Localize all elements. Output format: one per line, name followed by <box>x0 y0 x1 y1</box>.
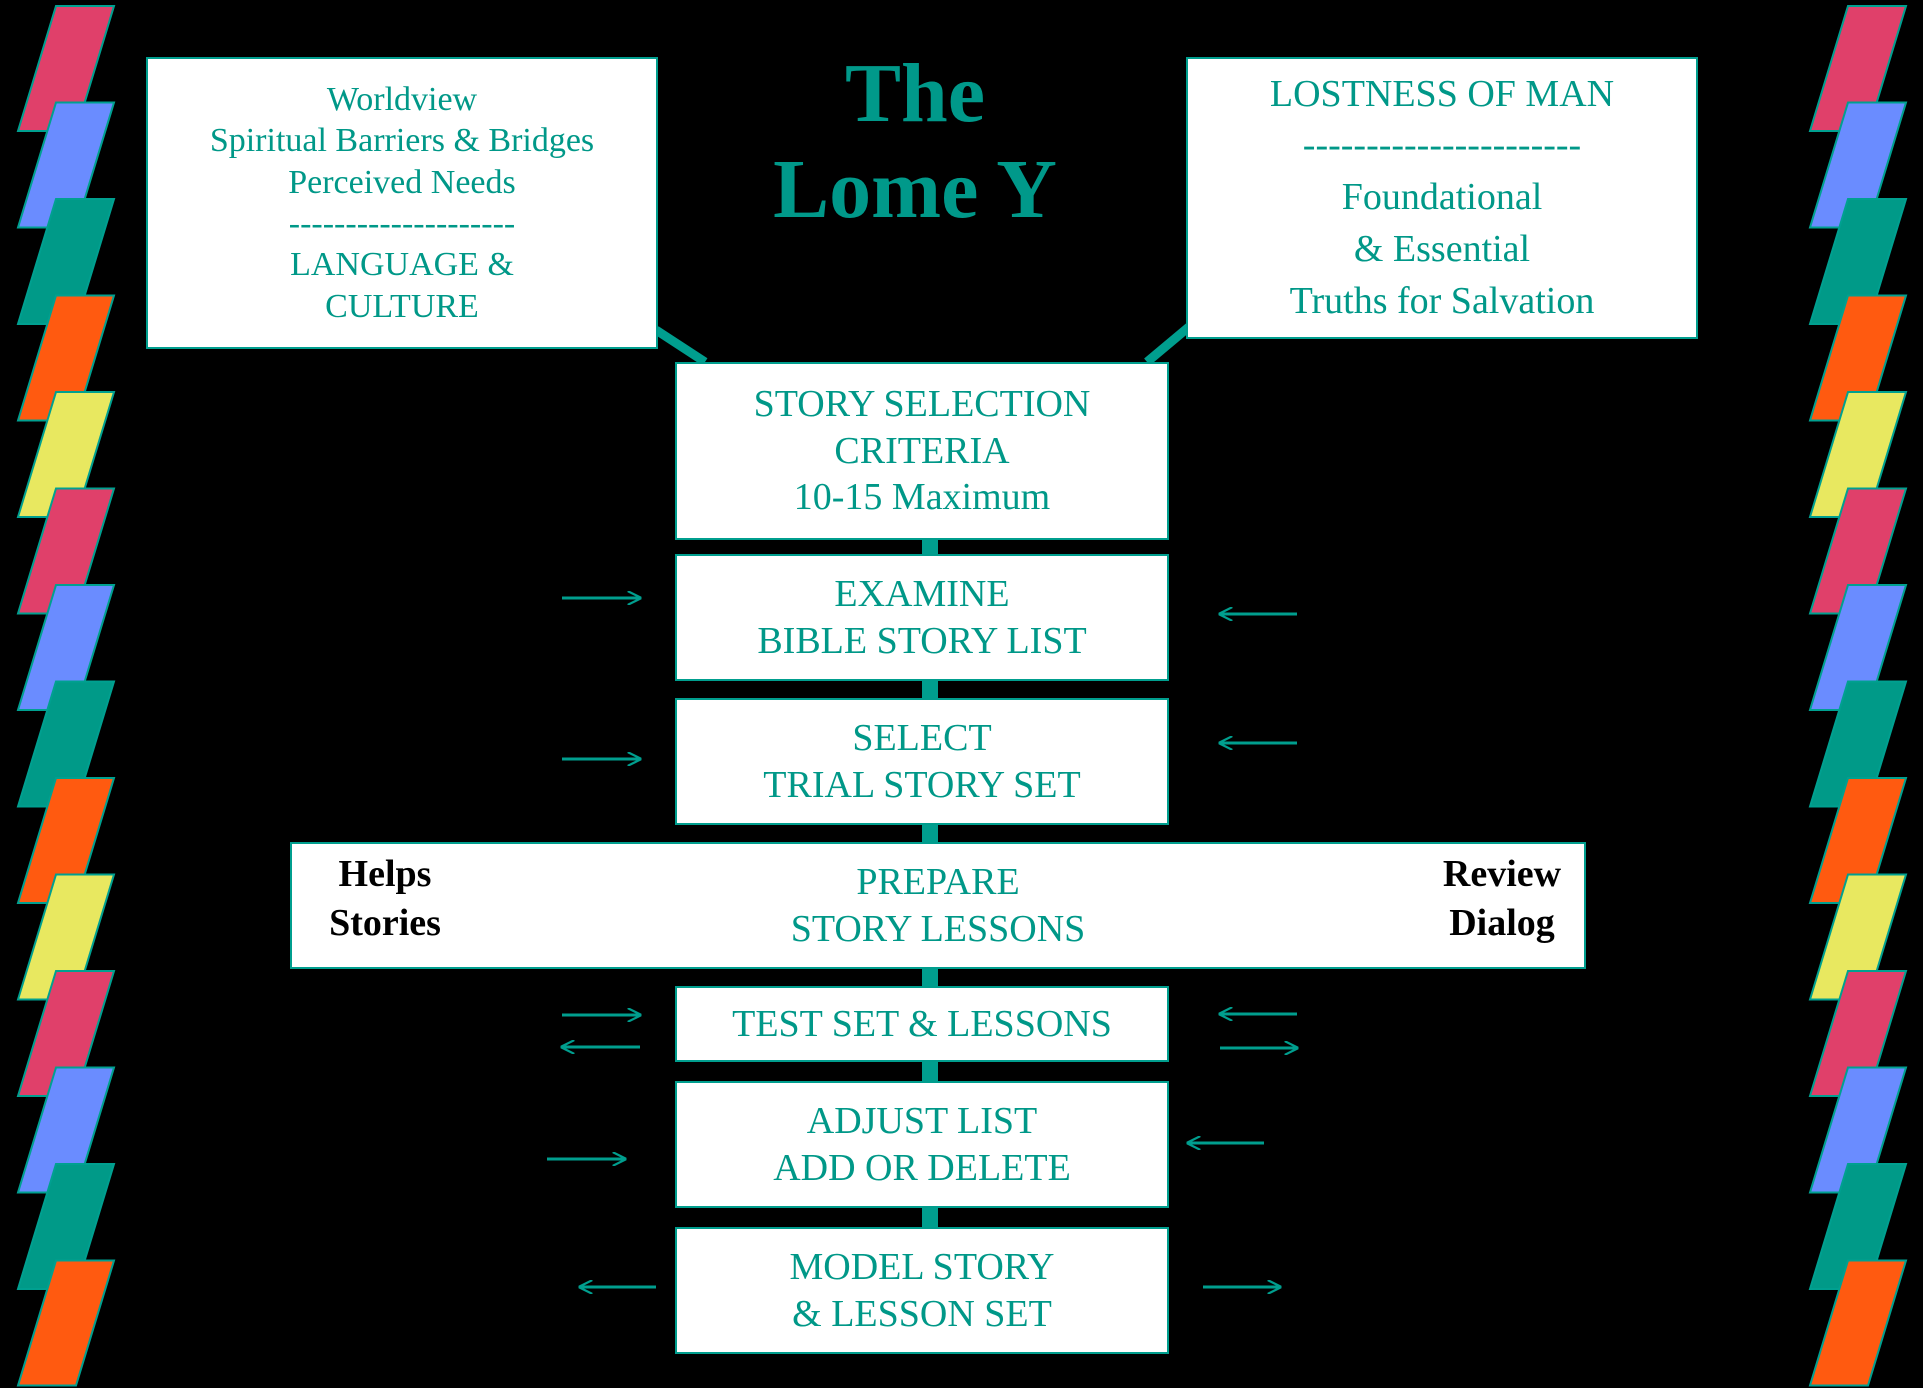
step-line: STORY SELECTION <box>753 383 1091 426</box>
title-line-2: Lome Y <box>773 143 1057 236</box>
step-line: BIBLE STORY LIST <box>757 619 1087 662</box>
right-box-line: Truths for Salvation <box>1289 279 1595 322</box>
right-box-line: & Essential <box>1353 227 1531 270</box>
step-story-selection-criteria: STORY SELECTION CRITERIA 10-15 Maximum <box>675 362 1169 540</box>
y-left-branch <box>653 326 708 366</box>
right-box-line: Foundational <box>1341 176 1543 219</box>
title-line-1: The <box>844 47 986 140</box>
step-line: PREPARE <box>856 861 1020 904</box>
step-line: 10-15 Maximum <box>793 476 1051 519</box>
step-line: ADD OR DELETE <box>773 1146 1071 1189</box>
left-stripe-border <box>16 5 116 1387</box>
right-stripe-border <box>1808 5 1908 1387</box>
left-box-line: Perceived Needs <box>288 163 516 201</box>
step-examine-bible-story-list: EXAMINE BIBLE STORY LIST <box>675 554 1169 681</box>
step-model-story-lesson-set: MODEL STORY & LESSON SET <box>675 1227 1169 1354</box>
step-line: SELECT <box>852 717 992 760</box>
diagram-title: The Lome Y <box>740 52 1090 232</box>
step-adjust-list: ADJUST LIST ADD OR DELETE <box>675 1081 1169 1208</box>
left-box-line: CULTURE <box>325 287 479 325</box>
language-culture-box: Worldview Spiritual Barriers & Bridges P… <box>146 57 658 349</box>
step-test-set-lessons: TEST SET & LESSONS <box>675 986 1169 1062</box>
step-line: TRIAL STORY SET <box>763 763 1081 806</box>
left-box-line: LANGUAGE & <box>290 246 514 284</box>
helps-label: Helps <box>338 853 432 895</box>
left-box-divider: -------------------- <box>288 205 516 242</box>
lostness-of-man-box: LOSTNESS OF MAN ---------------------- F… <box>1186 57 1698 339</box>
dialog-label: Dialog <box>1449 902 1555 945</box>
left-box-line: Worldview <box>326 80 478 118</box>
step-line: TEST SET & LESSONS <box>732 1002 1112 1045</box>
step-line: MODEL STORY <box>789 1246 1055 1289</box>
border-stripe <box>1808 1259 1908 1387</box>
step-line: CRITERIA <box>834 429 1010 472</box>
step-line: & LESSON SET <box>792 1292 1052 1335</box>
step-select-trial-story-set: SELECT TRIAL STORY SET <box>675 698 1169 825</box>
step-line: STORY LESSONS <box>790 907 1086 950</box>
right-box-divider: ---------------------- <box>1302 124 1582 167</box>
step-line: ADJUST LIST <box>806 1100 1038 1143</box>
step-prepare-story-lessons: PREPARE STORY LESSONS <box>290 842 1586 969</box>
stories-label: Stories <box>329 902 441 945</box>
helps-stories-label: Helps Stories <box>310 850 460 949</box>
review-dialog-label: Review Dialog <box>1432 850 1572 949</box>
right-box-line: LOSTNESS OF MAN <box>1269 72 1615 115</box>
step-line: EXAMINE <box>834 573 1010 616</box>
review-label: Review <box>1442 853 1562 895</box>
y-right-branch <box>1144 322 1193 366</box>
border-stripe <box>16 1259 116 1387</box>
left-box-line: Spiritual Barriers & Bridges <box>209 122 595 160</box>
